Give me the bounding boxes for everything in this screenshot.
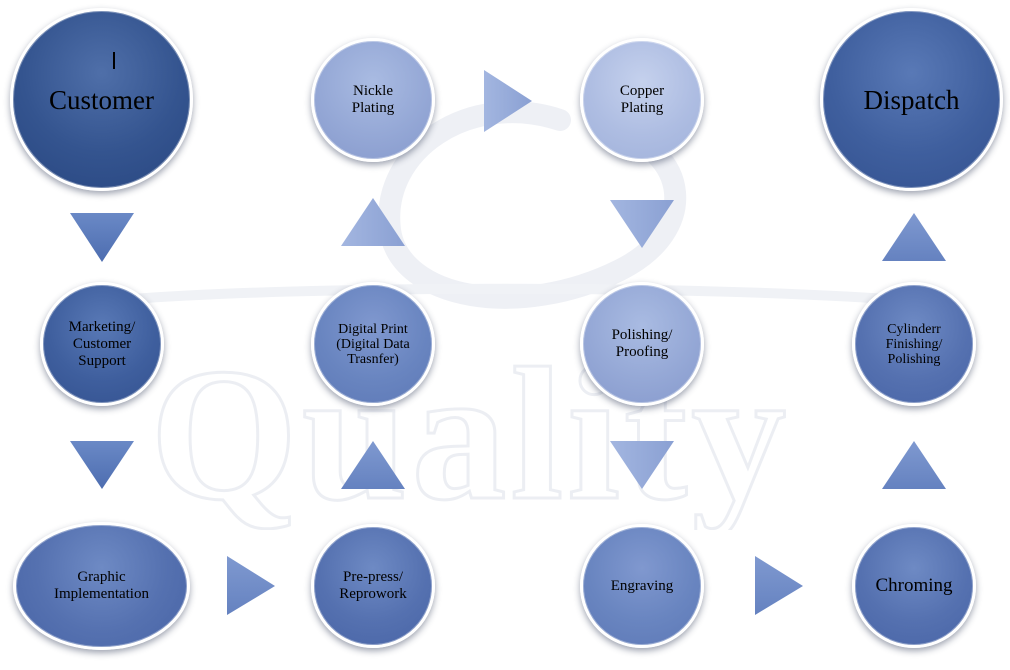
node-engraving-label: Engraving: [610, 577, 674, 594]
node-nickle-plating: Nickle Plating: [311, 38, 435, 162]
arrow-up-cylinder-to-dispatch: [882, 213, 946, 261]
node-copper-plating-label: Copper Plating: [619, 83, 665, 116]
node-polishing-proofing-label: Polishing/ Proofing: [611, 327, 673, 360]
text-cursor: [113, 52, 115, 69]
node-customer: Customer: [10, 8, 193, 191]
node-marketing-label: Marketing/ Customer Support: [68, 318, 136, 369]
node-dispatch-label: Dispatch: [863, 84, 960, 115]
arrow-right-graphic-to-prepress: [227, 556, 275, 615]
arrow-down-marketing-to-graphic: [70, 441, 134, 489]
node-cylinder-finishing: Cylinderr Finishing/ Polishing: [852, 282, 976, 406]
node-digital-print: Digital Print (Digital Data Trasnfer): [311, 282, 435, 406]
arrow-up-digital-to-nickle: [341, 198, 405, 246]
arrow-up-chroming-to-cylinder: [882, 441, 946, 489]
node-engraving: Engraving: [580, 524, 704, 648]
node-polishing-proofing: Polishing/ Proofing: [580, 282, 704, 406]
node-cylinder-finishing-label: Cylinderr Finishing/ Polishing: [885, 321, 943, 367]
node-digital-print-label: Digital Print (Digital Data Trasnfer): [336, 321, 410, 367]
node-customer-label: Customer: [49, 84, 154, 115]
arrow-down-polishing-to-engraving: [610, 441, 674, 489]
node-copper-plating: Copper Plating: [580, 38, 704, 162]
arrow-up-prepress-to-digital: [341, 441, 405, 489]
node-marketing: Marketing/ Customer Support: [40, 282, 164, 406]
node-chroming-label: Chroming: [875, 575, 953, 596]
arrow-right-engraving-to-chroming: [755, 556, 803, 615]
node-prepress: Pre-press/ Reprowork: [311, 524, 435, 648]
node-dispatch: Dispatch: [820, 8, 1003, 191]
node-nickle-plating-label: Nickle Plating: [351, 83, 395, 116]
node-chroming: Chroming: [852, 524, 976, 648]
node-graphic-implementation-label: Graphic Implementation: [54, 569, 149, 602]
arrow-down-customer-to-marketing: [70, 213, 134, 262]
arrow-right-nickle-to-copper: [484, 70, 532, 132]
node-prepress-label: Pre-press/ Reprowork: [339, 569, 407, 602]
node-graphic-implementation: Graphic Implementation: [13, 522, 190, 650]
arrow-down-copper-to-polishing: [610, 200, 674, 248]
